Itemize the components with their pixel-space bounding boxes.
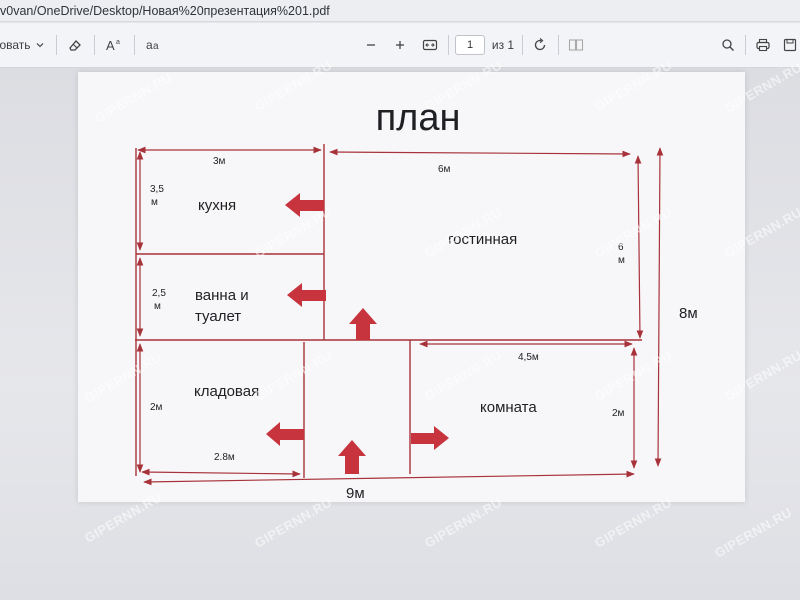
- erase-button[interactable]: [62, 23, 88, 67]
- fit-width-icon: [422, 39, 438, 51]
- dim-bath-height-2: м: [154, 301, 161, 312]
- door-arrow-room: [411, 426, 449, 450]
- search-icon: [722, 39, 734, 51]
- door-arrows: [266, 193, 449, 474]
- draw-dropdown[interactable]: [32, 23, 48, 67]
- dim-room-height: 2м: [612, 408, 625, 419]
- pdf-page: план кухня гостинная ван: [78, 72, 745, 502]
- rotate-icon: [534, 38, 546, 51]
- draw-label: овать: [0, 38, 31, 52]
- save-icon: [783, 38, 797, 52]
- svg-text:a: a: [146, 38, 153, 52]
- save-button[interactable]: [780, 23, 800, 67]
- page-number-input[interactable]: [455, 35, 485, 55]
- dim-kitchen-height-1: 3,5: [150, 184, 164, 195]
- dim-total-height: 8м: [679, 305, 698, 322]
- eraser-icon: [69, 40, 81, 51]
- dim-storage-width: 2.8м: [214, 452, 235, 463]
- door-arrow-kitchen: [285, 193, 324, 217]
- plus-icon: [396, 41, 404, 49]
- svg-text:a: a: [116, 39, 120, 46]
- zoom-out-button[interactable]: [360, 23, 382, 67]
- svg-text:a: a: [153, 41, 159, 52]
- door-arrow-hall: [338, 440, 366, 474]
- dim-kitchen-height-2: м: [151, 197, 158, 208]
- minus-icon: [367, 44, 375, 46]
- plan-title: план: [376, 97, 461, 139]
- chevron-down-icon: [36, 43, 44, 48]
- dim-room-width: 4,5м: [518, 352, 539, 363]
- print-button[interactable]: [751, 23, 775, 67]
- door-arrow-bath: [287, 283, 326, 307]
- page-view-button[interactable]: [564, 23, 588, 67]
- dim-storage-height: 2м: [150, 402, 163, 413]
- two-page-icon: [568, 39, 584, 51]
- dim-total-width: 9м: [346, 485, 365, 502]
- page-count: из 1: [488, 23, 518, 67]
- door-arrow-living: [349, 308, 377, 340]
- address-url: v0van/OneDrive/Desktop/Новая%20презентац…: [0, 3, 330, 18]
- dim-living-width: 6м: [438, 164, 451, 175]
- room-label-bath-2: туалет: [195, 308, 241, 325]
- page-total: из 1: [491, 38, 515, 52]
- plan-walls: [135, 144, 642, 478]
- room-label-living: гостинная: [448, 231, 517, 248]
- floor-plan: план кухня гостинная ван: [135, 97, 698, 502]
- zoom-in-button[interactable]: [389, 23, 411, 67]
- dim-living-height-1: 6: [618, 242, 624, 253]
- svg-text:A: A: [106, 38, 115, 53]
- room-label-room: комната: [480, 399, 537, 416]
- address-bar[interactable]: v0van/OneDrive/Desktop/Новая%20презентац…: [0, 0, 800, 22]
- dim-living-height-2: м: [618, 255, 625, 266]
- rotate-button[interactable]: [528, 23, 552, 67]
- door-arrow-storage: [266, 422, 304, 446]
- dim-bath-height-1: 2,5: [152, 288, 166, 299]
- fit-page-button[interactable]: [418, 23, 442, 67]
- printer-icon: [756, 38, 770, 52]
- dim-kitchen-width: 3м: [213, 156, 226, 167]
- room-label-bath-1: ванна и: [195, 287, 249, 304]
- room-label-kitchen: кухня: [198, 197, 236, 214]
- plan-dimensions: [136, 146, 664, 486]
- draw-button[interactable]: овать: [0, 23, 31, 67]
- search-button[interactable]: [716, 23, 740, 67]
- room-label-storage: кладовая: [194, 383, 259, 400]
